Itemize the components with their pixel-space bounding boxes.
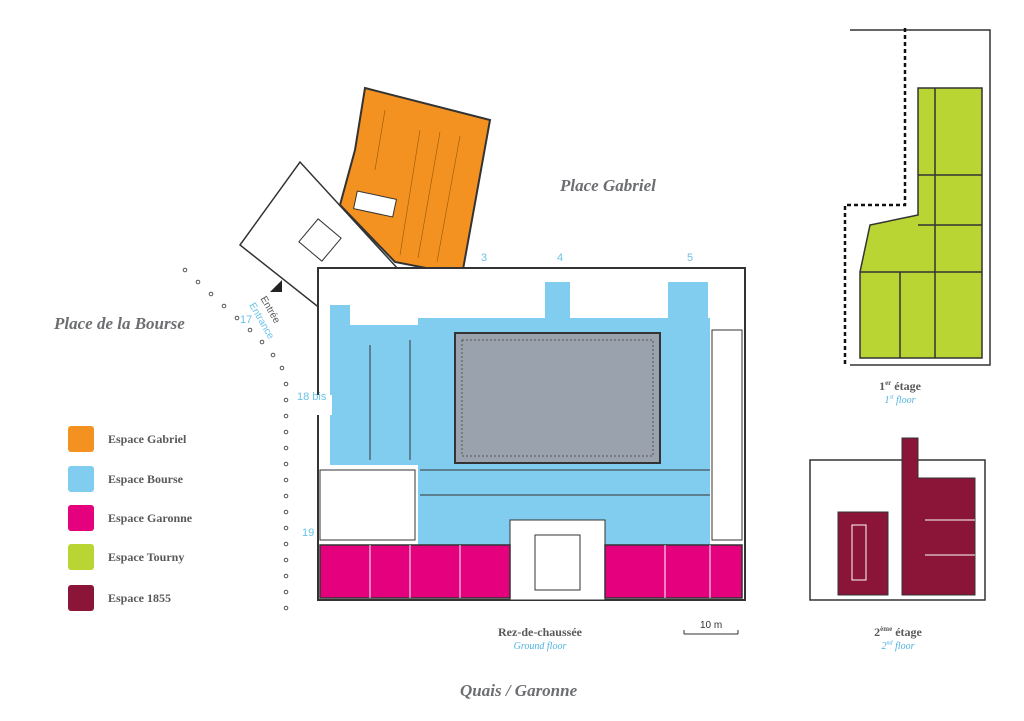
door-number-3: 3 — [481, 252, 488, 264]
second-floor-caption: 2ème étage 2nd floor — [848, 625, 948, 653]
legend-label: Espace Garonne — [108, 510, 193, 525]
caption-word: étage — [891, 379, 921, 393]
espace-1855-area[interactable] — [837, 437, 976, 596]
caption-sup: nd — [886, 640, 893, 647]
legend-label: Espace Gabriel — [108, 431, 187, 446]
caption-fr: Rez-de-chaussée — [498, 625, 582, 639]
caption-num: 1 — [879, 379, 886, 393]
door-number-5: 5 — [687, 252, 694, 264]
door-number-19: 19 — [302, 527, 315, 539]
entrance-arrow-icon — [270, 280, 282, 292]
caption-sup: er — [885, 379, 892, 387]
door-number-17: 17 — [240, 314, 253, 326]
caption-word: floor — [893, 395, 916, 406]
legend-swatch — [68, 544, 94, 570]
caption-num: 2 — [881, 641, 887, 652]
door-number-18-bis: 18 bis — [297, 391, 327, 403]
first-floor-caption: 1er étage 1st floor — [850, 379, 950, 407]
caption-en: Ground floor — [513, 641, 567, 652]
caption-word: étage — [892, 625, 922, 639]
label-place-bourse: Place de la Bourse — [54, 314, 185, 333]
caption-num: 1 — [884, 395, 890, 406]
legend-item-gabriel: Espace Gabriel — [68, 426, 186, 452]
legend-swatch — [68, 585, 94, 611]
caption-word: floor — [892, 641, 915, 652]
central-courtyard — [454, 332, 661, 464]
legend-label: Espace 1855 — [108, 590, 171, 605]
legend-label: Espace Bourse — [108, 471, 183, 486]
espace-tourny-area[interactable] — [859, 87, 983, 359]
legend-item-1855: Espace 1855 — [68, 585, 171, 611]
legend-swatch — [68, 466, 94, 492]
caption-sup: st — [889, 394, 894, 401]
first-floor-plan — [843, 28, 991, 366]
dotted-walkway — [182, 267, 289, 611]
door-number-4: 4 — [557, 252, 564, 264]
legend-swatch — [68, 505, 94, 531]
legend-swatch — [68, 426, 94, 452]
legend-item-tourny: Espace Tourny — [68, 544, 184, 570]
espace-garonne-area[interactable] — [319, 544, 743, 599]
legend-item-bourse: Espace Bourse — [68, 466, 183, 492]
scale-label: 10 m — [700, 620, 723, 631]
espace-gabriel-area[interactable] — [338, 86, 492, 277]
legend-label: Espace Tourny — [108, 549, 185, 564]
caption-num: 2 — [874, 625, 881, 639]
scale-bar — [683, 630, 739, 635]
ground-floor-caption: Rez-de-chaussée Ground floor — [470, 625, 610, 653]
second-floor-plan — [809, 437, 986, 601]
caption-sup: ème — [880, 625, 893, 633]
legend-item-garonne: Espace Garonne — [68, 505, 192, 531]
label-place-gabriel: Place Gabriel — [560, 176, 656, 195]
label-quais-garonne: Quais / Garonne — [460, 681, 578, 700]
